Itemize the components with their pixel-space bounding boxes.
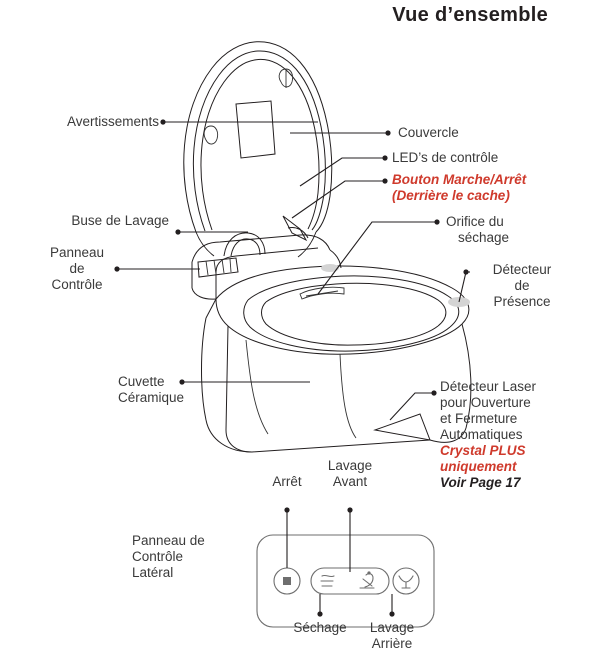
label-arret: Arrêt: [272, 474, 302, 489]
page-title: Vue d’ensemble: [392, 4, 548, 26]
rear-wash-button[interactable]: [392, 567, 420, 595]
side-control-panel[interactable]: [256, 507, 435, 628]
toilet-body-shape: [191, 232, 472, 453]
label-sechage: Séchage: [293, 620, 347, 635]
rear-wash-spray-icon: [398, 575, 414, 589]
stop-button[interactable]: [273, 567, 301, 595]
callout-avertissements: Avertissements: [66, 114, 159, 129]
side-panel-body: [256, 534, 435, 628]
lid-hinge-arms: [195, 215, 317, 258]
callout-leader-lines: [114, 119, 470, 421]
stop-square-icon: [283, 577, 291, 585]
callout-buse-de-lavage: Buse de Lavage: [71, 213, 169, 228]
callout-couvercle: Couvercle: [398, 125, 459, 140]
lid-shape: [183, 41, 333, 233]
drying-waves-icon: [320, 574, 335, 587]
panel-leader-lines: [284, 507, 395, 617]
front-wash-figure-icon: [359, 571, 375, 589]
wash-nozzle-highlight: [321, 264, 339, 272]
callout-leds-de-controle: LED’s de contrôle: [392, 150, 499, 165]
